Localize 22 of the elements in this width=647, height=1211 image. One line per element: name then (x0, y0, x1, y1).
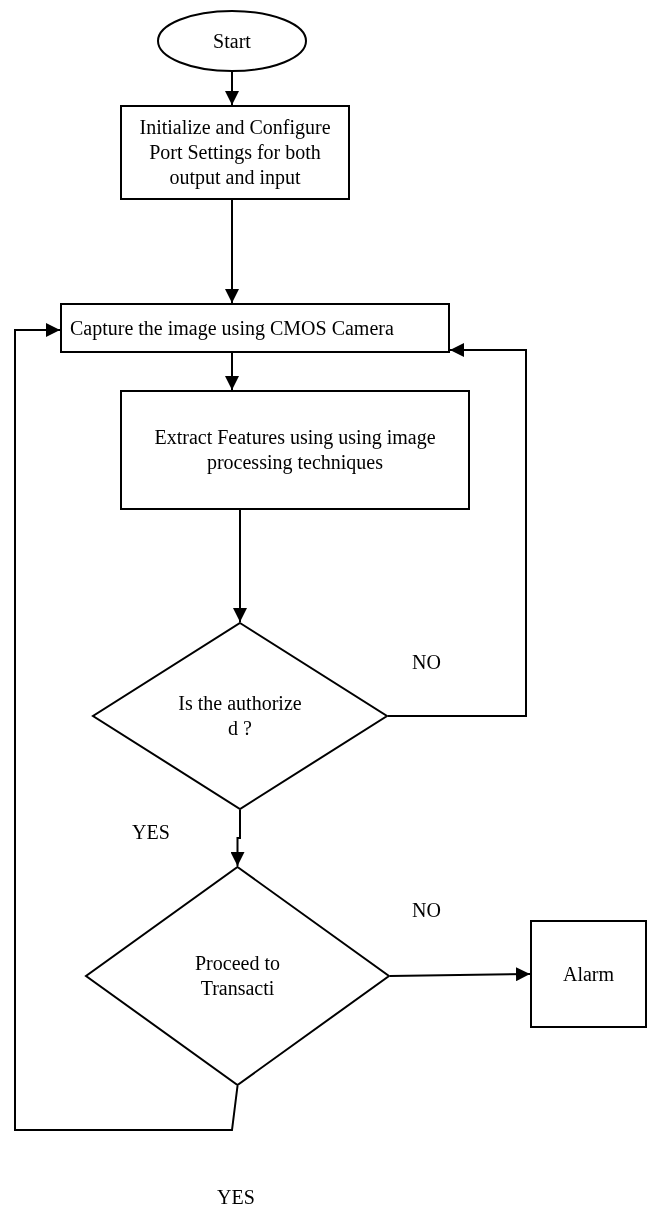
process-box (120, 105, 350, 200)
process-box (530, 920, 647, 1028)
node-text: Proceed to Transacti (194, 951, 281, 1001)
arrow (233, 509, 247, 623)
arrow (225, 71, 239, 106)
node-text: Start (213, 28, 251, 54)
decision-diamond (92, 622, 388, 810)
node-text: Is the authorize d ? (177, 691, 303, 741)
node-text: Capture the image using CMOS Camera (70, 315, 394, 341)
arrow (389, 967, 531, 982)
start-terminal (157, 10, 307, 72)
process-box (120, 390, 470, 510)
arrow (225, 352, 239, 391)
arrow (387, 343, 527, 717)
process-box (60, 303, 450, 353)
node-text: Extract Features using using image processing techniques (153, 425, 437, 475)
node-text: Initialize and Configure Port Settings for both output and input (138, 115, 332, 190)
arrow (230, 809, 245, 867)
arrow (14, 323, 239, 1131)
arrow (225, 199, 239, 304)
decision-diamond (85, 866, 390, 1086)
node-text: Alarm (562, 961, 615, 987)
